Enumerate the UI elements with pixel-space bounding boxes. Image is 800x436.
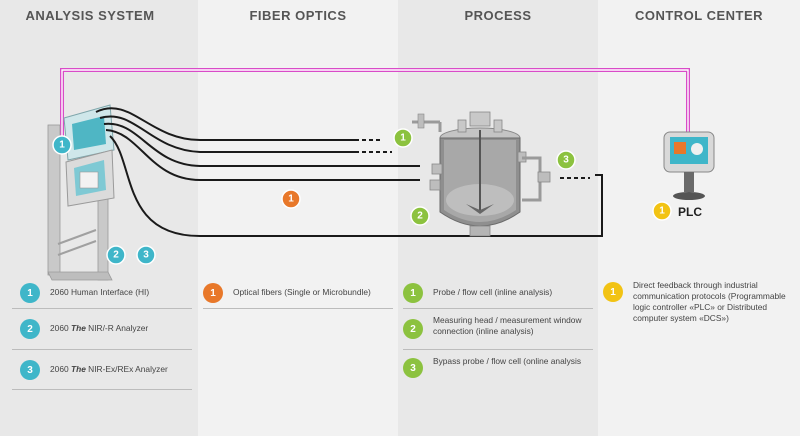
- legend-item-nir-ex: 3 2060 The NIR-Ex/REx Analyzer: [12, 350, 192, 390]
- legend-item-optical-fibers: 1 Optical fibers (Single or Microbundle): [203, 278, 393, 309]
- legend-badge: 1: [203, 283, 223, 303]
- legend-badge: 1: [20, 283, 40, 303]
- badge-bypass: 3: [556, 150, 576, 170]
- process-header: PROCESS: [464, 8, 532, 23]
- legend-text: 2060 Human Interface (HI): [50, 287, 150, 297]
- reactor-vessel: [412, 111, 551, 237]
- communication-line: [60, 68, 690, 136]
- fiber-optics-header: FIBER OPTICS: [249, 8, 347, 23]
- fiber-cables: [95, 107, 603, 237]
- legend-text: Measuring head / measurement window conn…: [433, 315, 582, 336]
- plc-label: PLC: [678, 205, 702, 219]
- fiber-optics-column: [198, 0, 398, 436]
- svg-text:1: 1: [400, 133, 406, 144]
- legend-item-feedback: 1 Direct feedback through industrial com…: [603, 278, 795, 348]
- badge-fiber: 1: [281, 189, 301, 209]
- legend-badge: 1: [603, 282, 623, 302]
- plc-terminal: [663, 131, 715, 200]
- legend-item-measuring-head: 2 Measuring head / measurement window co…: [403, 309, 593, 350]
- legend-badge: 2: [403, 319, 423, 339]
- fiber-legend: 1 Optical fibers (Single or Microbundle): [203, 278, 393, 309]
- legend-text: 2060 The NIR-Ex/REx Analyzer: [50, 364, 168, 374]
- legend-item-probe: 1 Probe / flow cell (inline analysis): [403, 278, 593, 309]
- legend-text: Optical fibers (Single or Microbundle): [233, 287, 371, 297]
- badge-measuring-head: 2: [410, 206, 430, 226]
- svg-text:3: 3: [563, 155, 569, 166]
- svg-text:2: 2: [113, 250, 119, 261]
- badge-hi: 1: [52, 135, 72, 155]
- analysis-legend: 1 2060 Human Interface (HI) 2 2060 The N…: [12, 278, 192, 390]
- legend-badge: 3: [403, 358, 423, 378]
- control-center-column: [598, 0, 800, 436]
- control-legend: 1 Direct feedback through industrial com…: [603, 278, 795, 348]
- legend-item-hi: 1 2060 Human Interface (HI): [12, 278, 192, 309]
- analysis-system-header: ANALYSIS SYSTEM: [25, 8, 155, 23]
- analyzer-rack: [47, 104, 115, 281]
- svg-text:1: 1: [288, 194, 294, 205]
- legend-badge: 1: [403, 283, 423, 303]
- legend-text: 2060 The NIR/-R Analyzer: [50, 323, 149, 333]
- svg-text:2: 2: [417, 211, 423, 222]
- legend-badge: 3: [20, 360, 40, 380]
- legend-item-bypass: 3 Bypass probe / flow cell (online analy…: [403, 350, 593, 386]
- badge-nir-ex: 3: [136, 245, 156, 265]
- badge-probe: 1: [393, 128, 413, 148]
- legend-item-nir-r: 2 2060 The NIR/-R Analyzer: [12, 309, 192, 350]
- badge-nir-r: 2: [106, 245, 126, 265]
- badge-plc: 1: [652, 201, 672, 221]
- svg-text:1: 1: [59, 140, 65, 151]
- process-legend: 1 Probe / flow cell (inline analysis) 2 …: [403, 278, 593, 386]
- legend-badge: 2: [20, 319, 40, 339]
- legend-text: Direct feedback through industrial commu…: [633, 280, 786, 323]
- svg-text:1: 1: [659, 206, 665, 217]
- control-center-header: CONTROL CENTER: [634, 8, 764, 23]
- legend-text: Probe / flow cell (inline analysis): [433, 287, 553, 297]
- legend-text: Bypass probe / flow cell (online analysi…: [433, 356, 582, 366]
- svg-text:3: 3: [143, 250, 149, 261]
